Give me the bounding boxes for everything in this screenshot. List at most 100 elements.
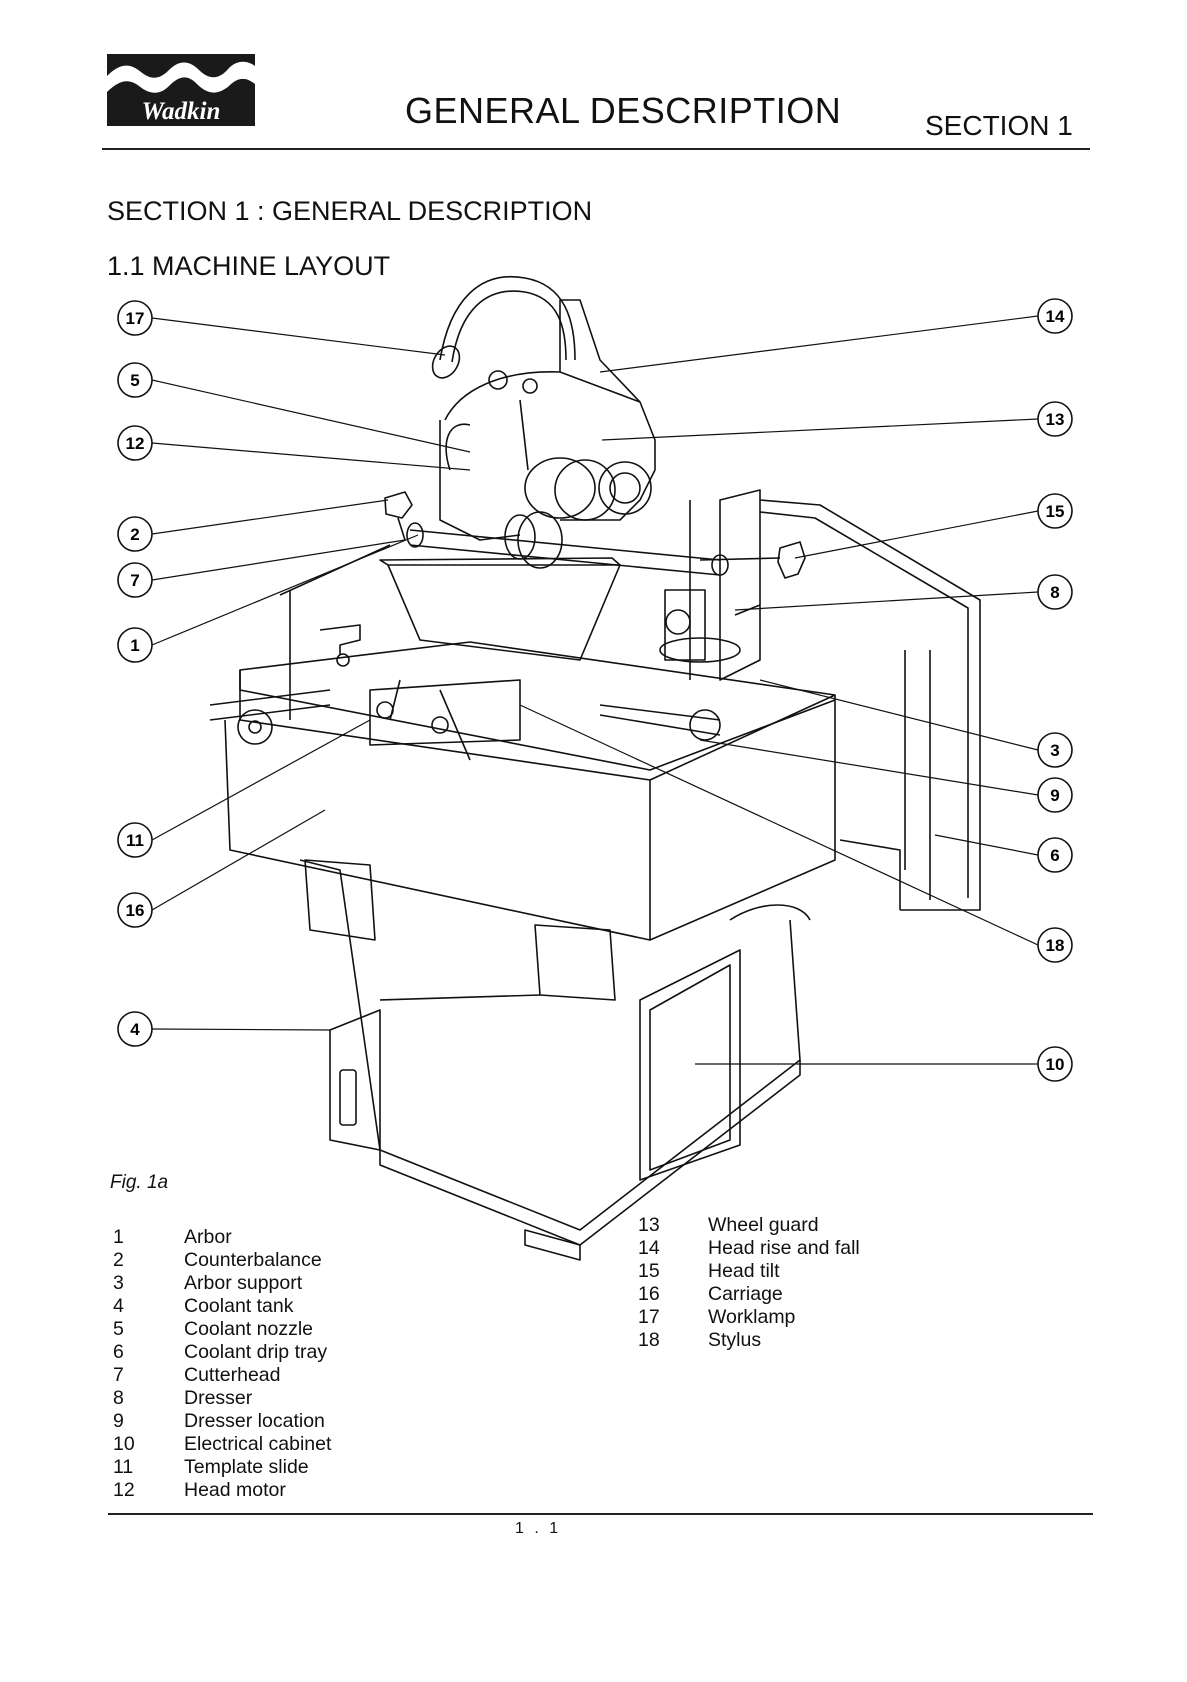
part-number: 16 <box>638 1283 660 1305</box>
part-name: Wheel guard <box>708 1214 819 1236</box>
header-rule <box>102 148 1090 150</box>
callout-label: 1 <box>130 636 139 655</box>
part-number: 7 <box>113 1364 124 1386</box>
callouts: 17 5 12 2 7 1 11 16 4 14 13 15 8 3 9 6 1… <box>117 298 1073 1082</box>
part-name: Head motor <box>184 1479 286 1501</box>
callout-4: 4 <box>117 1011 153 1047</box>
list-item: 17 Worklamp <box>638 1306 860 1329</box>
callout-18: 18 <box>1037 927 1073 963</box>
callout-label: 10 <box>1046 1055 1065 1074</box>
callout-label: 15 <box>1046 502 1065 521</box>
callout-label: 18 <box>1046 936 1065 955</box>
callout-13: 13 <box>1037 401 1073 437</box>
part-number: 5 <box>113 1318 124 1340</box>
header-title: GENERAL DESCRIPTION <box>405 90 842 131</box>
callout-label: 14 <box>1046 307 1065 326</box>
list-item: 12 Head motor <box>113 1479 331 1502</box>
callout-7: 7 <box>117 562 153 598</box>
callout-9: 9 <box>1037 777 1073 813</box>
machine-drawing <box>209 276 981 1261</box>
part-name: Electrical cabinet <box>184 1433 332 1455</box>
callout-label: 13 <box>1046 410 1065 429</box>
list-item: 10 Electrical cabinet <box>113 1433 331 1456</box>
callout-2: 2 <box>117 516 153 552</box>
list-item: 6 Coolant drip tray <box>113 1341 331 1364</box>
figure-caption: Fig. 1a <box>110 1172 169 1193</box>
part-number: 8 <box>113 1387 124 1409</box>
logo-mark-icon <box>107 54 255 130</box>
part-name: Coolant tank <box>184 1295 294 1317</box>
callout-label: 6 <box>1050 846 1059 865</box>
part-name: Dresser <box>184 1387 253 1409</box>
callout-1: 1 <box>117 627 153 663</box>
callout-14: 14 <box>1037 298 1073 334</box>
subsection-heading: 1.1 MACHINE LAYOUT <box>107 251 391 281</box>
part-number: 3 <box>113 1272 124 1294</box>
parts-list-right: 13 Wheel guard 14 Head rise and fall 15 Hea… <box>638 1214 860 1352</box>
part-number: 14 <box>638 1237 660 1259</box>
callout-12: 12 <box>117 425 153 461</box>
callout-label: 16 <box>126 901 145 920</box>
list-item: 16 Carriage <box>638 1283 860 1306</box>
list-item: 4 Coolant tank <box>113 1295 331 1318</box>
callout-label: 17 <box>126 309 145 328</box>
list-item: 3 Arbor support <box>113 1272 331 1295</box>
callout-16: 16 <box>117 892 153 928</box>
part-name: Coolant nozzle <box>184 1318 313 1340</box>
callout-label: 7 <box>130 571 139 590</box>
list-item: 18 Stylus <box>638 1329 860 1352</box>
list-item: 2 Counterbalance <box>113 1249 331 1272</box>
part-number: 18 <box>638 1329 660 1351</box>
callout-17: 17 <box>117 300 153 336</box>
part-number: 11 <box>113 1456 134 1478</box>
callout-11: 11 <box>117 822 153 858</box>
callout-15: 15 <box>1037 493 1073 529</box>
callout-label: 3 <box>1050 741 1059 760</box>
list-item: 15 Head tilt <box>638 1260 860 1283</box>
list-item: 1 Arbor <box>113 1226 331 1249</box>
list-item: 14 Head rise and fall <box>638 1237 860 1260</box>
part-name: Counterbalance <box>184 1249 322 1271</box>
part-name: Head tilt <box>708 1260 780 1282</box>
wadkin-logo: Wadkin <box>107 54 255 130</box>
part-number: 15 <box>638 1260 660 1282</box>
callout-label: 12 <box>126 434 145 453</box>
part-name: Template slide <box>184 1456 309 1478</box>
part-name: Arbor support <box>184 1272 303 1294</box>
part-number: 17 <box>638 1306 660 1328</box>
part-number: 9 <box>113 1410 124 1432</box>
part-name: Coolant drip tray <box>184 1341 328 1363</box>
part-name: Worklamp <box>708 1306 796 1328</box>
footer-rule <box>108 1513 1093 1515</box>
part-number: 12 <box>113 1479 135 1501</box>
part-name: Carriage <box>708 1283 783 1305</box>
part-number: 13 <box>638 1214 660 1236</box>
part-number: 6 <box>113 1341 124 1363</box>
callout-10: 10 <box>1037 1046 1073 1082</box>
section-heading: SECTION 1 : GENERAL DESCRIPTION <box>107 196 593 226</box>
callout-label: 8 <box>1050 583 1059 602</box>
list-item: 8 Dresser <box>113 1387 331 1410</box>
part-name: Dresser location <box>184 1410 325 1432</box>
part-number: 4 <box>113 1295 124 1317</box>
part-number: 1 <box>113 1226 124 1248</box>
callout-6: 6 <box>1037 837 1073 873</box>
callout-label: 5 <box>130 371 139 390</box>
list-item: 9 Dresser location <box>113 1410 331 1433</box>
callout-5: 5 <box>117 362 153 398</box>
part-name: Stylus <box>708 1329 762 1351</box>
part-name: Arbor <box>184 1226 232 1248</box>
part-name: Head rise and fall <box>708 1237 860 1259</box>
list-item: 7 Cutterhead <box>113 1364 331 1387</box>
callout-label: 11 <box>126 831 144 850</box>
callout-label: 9 <box>1050 786 1059 805</box>
callout-3: 3 <box>1037 732 1073 768</box>
part-number: 2 <box>113 1249 124 1271</box>
callout-label: 4 <box>130 1020 140 1039</box>
logo-text: Wadkin <box>141 98 221 125</box>
callout-label: 2 <box>130 525 139 544</box>
part-name: Cutterhead <box>184 1364 281 1386</box>
part-number: 10 <box>113 1433 135 1455</box>
